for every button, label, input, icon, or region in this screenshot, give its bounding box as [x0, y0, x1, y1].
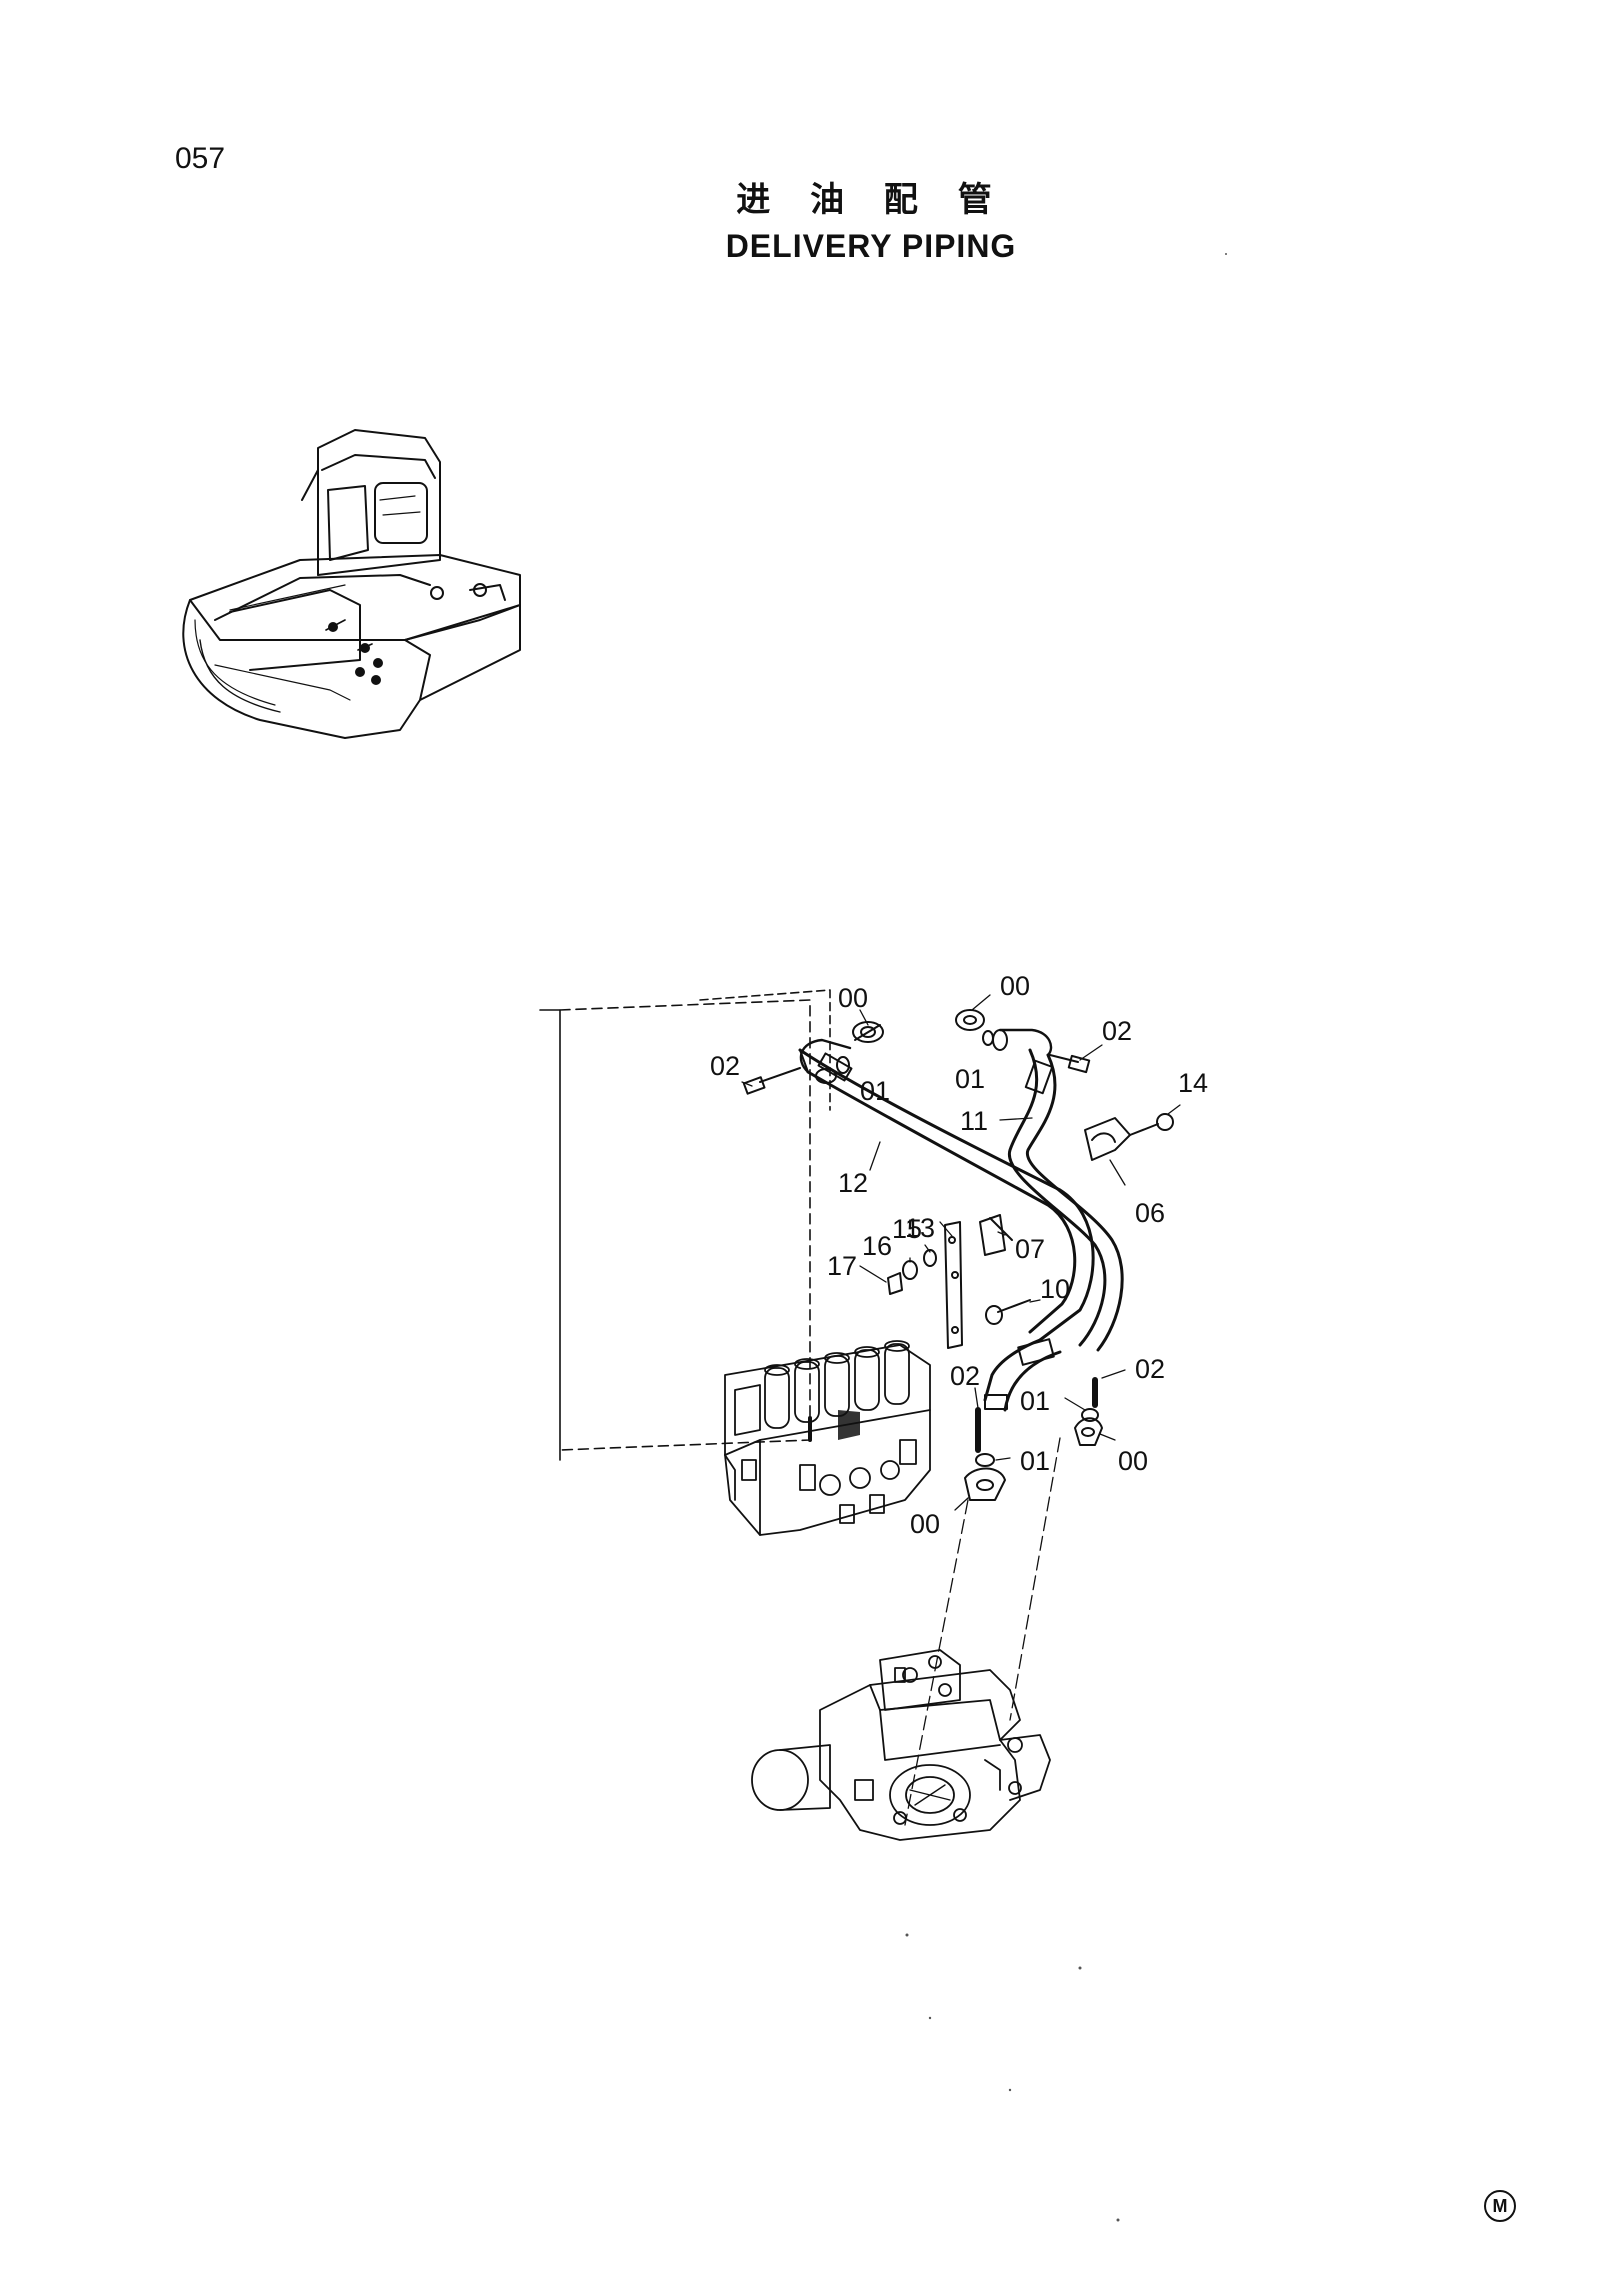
callout-labels: 00 00 02 01 01 02 14 11 12 13 06 15 16 1…: [710, 971, 1208, 1539]
page-number: 057: [175, 142, 226, 175]
callout-01-o-ring-top-left: 01: [860, 1076, 890, 1106]
callout-00-flange-top-left: 00: [838, 983, 868, 1013]
callout-07-clamp: 07: [1015, 1234, 1045, 1264]
callout-14-bolt-clamp: 14: [1178, 1068, 1208, 1098]
upper-fittings: [742, 1009, 1091, 1095]
callout-12-hose: 12: [838, 1168, 868, 1198]
hydraulic-pump-illustration: [751, 1649, 1051, 1841]
title-chinese: 进 油 配 管: [736, 180, 1006, 220]
callout-02-bolt-top-left: 02: [710, 1051, 740, 1081]
mounting-plates: [539, 989, 831, 1461]
callout-16-washer: 16: [862, 1231, 892, 1261]
callout-00-flange-top-right: 00: [1000, 971, 1030, 1001]
callout-01-o-ring-lower-left: 01: [1020, 1446, 1050, 1476]
scan-specks: [905, 253, 1227, 2222]
callout-01-o-ring-top-right: 01: [955, 1064, 985, 1094]
callout-02-bolt-lower-right: 02: [1135, 1354, 1165, 1384]
callout-00-flange-lower-right: 00: [1118, 1446, 1148, 1476]
hose-assemblies: [798, 1048, 1124, 1412]
callout-02-bolt-top-right: 02: [1102, 1016, 1132, 1046]
callout-00-flange-lower-left: 00: [910, 1509, 940, 1539]
registered-mark-icon: M: [1484, 2190, 1516, 2222]
callout-01-o-ring-lower-right: 01: [1020, 1386, 1050, 1416]
clamp-hardware: [887, 1113, 1174, 1349]
excavator-overview-illustration: [182, 429, 521, 739]
title-english: DELIVERY PIPING: [725, 228, 1017, 264]
callout-15-washer: 15: [892, 1214, 922, 1244]
control-valve-illustration: [724, 1340, 931, 1536]
callout-11-hose: 11: [960, 1106, 988, 1136]
callout-10-bolt: 10: [1040, 1274, 1070, 1304]
callout-02-bolt-lower-left: 02: [950, 1361, 980, 1391]
callout-13-bracket: 13: [905, 1213, 935, 1243]
callout-17-nut: 17: [827, 1251, 857, 1281]
lower-fittings: [964, 1377, 1103, 1501]
leader-lines[interactable]: [741, 994, 1181, 1826]
callout-06-clamp: 06: [1135, 1198, 1165, 1228]
